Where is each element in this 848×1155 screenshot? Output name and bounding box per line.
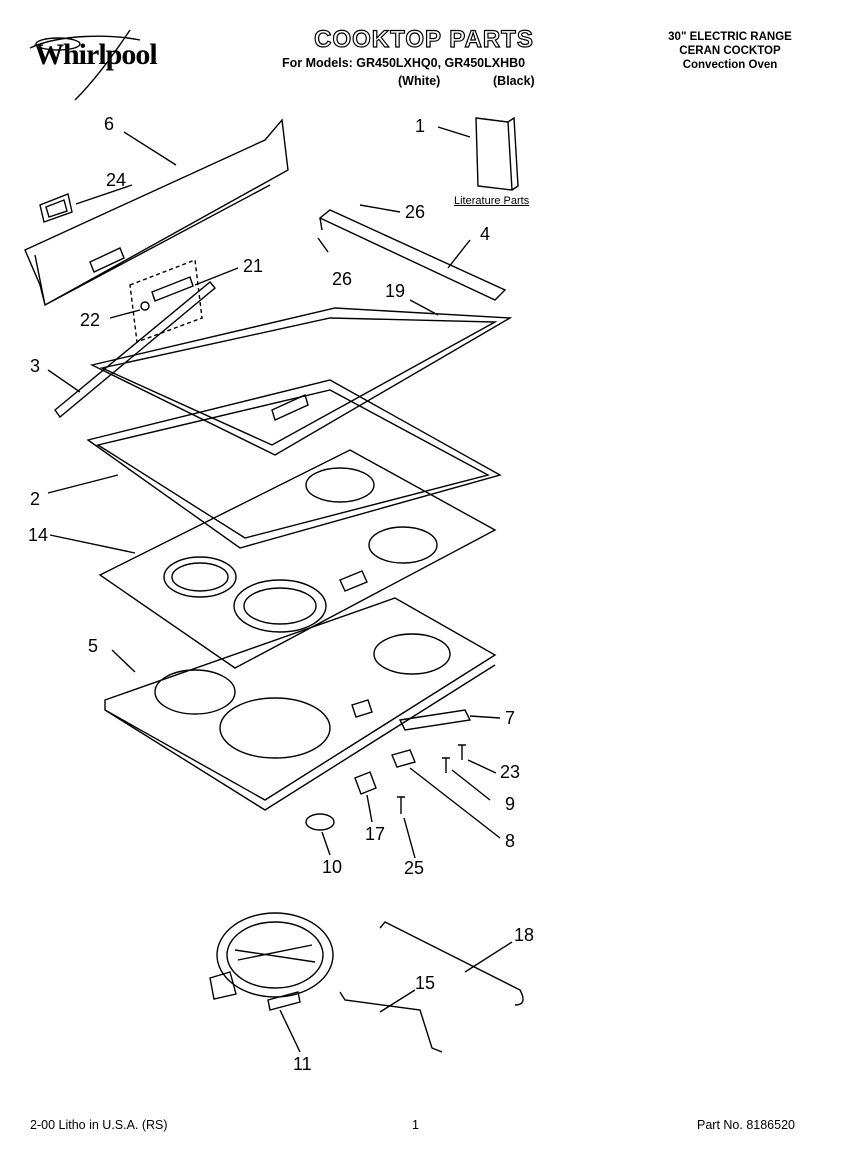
- support-rod-15: [339, 991, 443, 1053]
- callout-2: 2: [30, 489, 40, 509]
- screw-9: [442, 757, 450, 773]
- whirlpool-logo: Whirlpool: [34, 38, 158, 71]
- variant-black: (Black): [493, 74, 535, 88]
- screw-24: [397, 796, 405, 814]
- product-line-2: CERAN COCKTOP: [679, 45, 781, 57]
- callout-17: 17: [365, 824, 385, 844]
- side-bracket: [398, 709, 472, 731]
- callout-9: 9: [505, 794, 515, 814]
- small-bracket: [354, 771, 377, 795]
- trim-strip: [54, 281, 216, 419]
- models-line: For Models: GR450LXHQ0, GR450LXHB0: [282, 56, 526, 70]
- footer-part-number: Part No. 8186520: [697, 1118, 795, 1132]
- cooktop-frame: [89, 307, 513, 456]
- callout-7: 7: [505, 708, 515, 728]
- callout-6: 6: [104, 114, 114, 134]
- footer-page-number: 1: [412, 1118, 419, 1132]
- callout-21: 21: [243, 256, 263, 276]
- badge-plate: [39, 193, 73, 223]
- glass-cooktop: [98, 449, 497, 669]
- logo-swoosh-icon: [29, 35, 141, 49]
- callout-24: 25: [404, 858, 424, 878]
- callout-1: 1: [415, 116, 425, 136]
- callout-14: 14: [28, 525, 48, 545]
- radiant-element: [216, 912, 334, 998]
- support-rod-18: [379, 921, 524, 1006]
- clip: [391, 749, 416, 768]
- logo-oval-icon: [35, 37, 81, 51]
- callout-25: 24: [106, 170, 126, 190]
- terminal-block: [305, 813, 335, 831]
- callout-10: 10: [322, 857, 342, 877]
- callout-18: 18: [514, 925, 534, 945]
- product-line-1: 30" ELECTRIC RANGE: [668, 31, 792, 43]
- callout-26a: 26: [405, 202, 425, 222]
- callout-3: 3: [30, 356, 40, 376]
- callout-26b: 26: [332, 269, 352, 289]
- literature-parts-label: Literature Parts: [454, 195, 530, 207]
- gasket: [86, 379, 502, 549]
- callout-23: 23: [500, 762, 520, 782]
- callout-11: 11: [293, 1054, 312, 1074]
- page-title: COOKTOP PARTS: [314, 25, 534, 53]
- variant-white: (White): [398, 74, 441, 88]
- rear-bracket: [318, 209, 507, 301]
- back-panel: [24, 118, 289, 307]
- callout-22: 22: [80, 310, 100, 330]
- callout-8: 8: [505, 831, 515, 851]
- literature-booklet: [475, 116, 519, 191]
- callout-5: 5: [88, 636, 98, 656]
- callout-19: 19: [385, 281, 405, 301]
- product-line-3: Convection Oven: [682, 59, 778, 71]
- callout-4: 4: [480, 224, 490, 244]
- footer-litho: 2-00 Litho in U.S.A. (RS): [30, 1118, 168, 1132]
- screw-23: [458, 744, 466, 760]
- burner-box: [104, 597, 497, 811]
- callout-15: 15: [415, 973, 435, 993]
